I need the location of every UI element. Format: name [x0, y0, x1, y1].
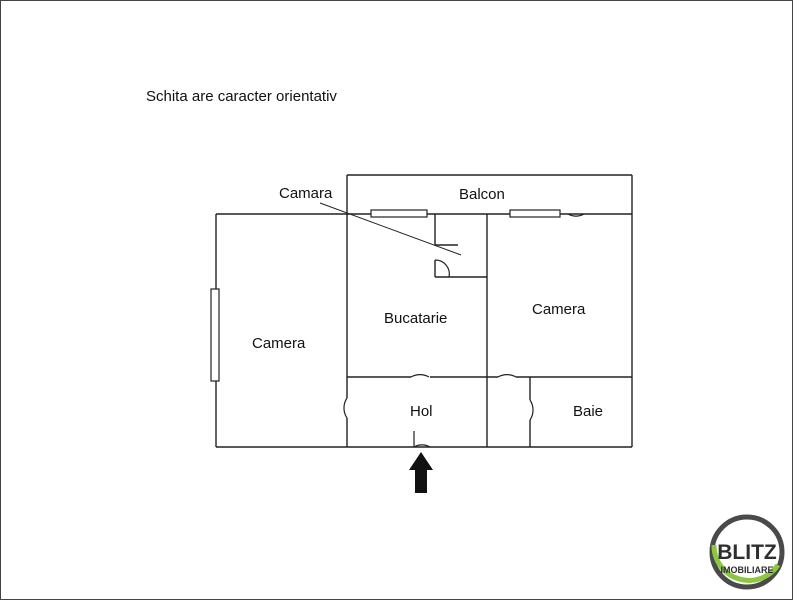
window-camera-right [509, 209, 561, 218]
window-kitchen [370, 209, 428, 218]
label-camera-left: Camera [252, 335, 306, 352]
label-camara: Camara [279, 185, 333, 202]
label-bucatarie: Bucatarie [384, 310, 447, 327]
logo-name: BLITZ [717, 541, 777, 564]
door-entry [413, 444, 431, 448]
camara-leader-line [319, 202, 462, 256]
entry-arrow-icon [409, 452, 433, 493]
label-camera-right: Camera [532, 301, 586, 318]
door-camera-left [343, 397, 348, 419]
label-baie: Baie [573, 403, 603, 420]
floor-plan-walls [210, 174, 633, 448]
logo-subtitle: IMOBILIARE [721, 565, 774, 575]
door-balcony [567, 213, 585, 217]
label-hol: Hol [410, 403, 433, 420]
door-camara [434, 259, 450, 278]
door-baie [529, 399, 534, 421]
door-kitchen [410, 373, 430, 378]
door-camera-right [497, 373, 517, 378]
window-left [210, 288, 220, 382]
disclaimer-note: Schita are caracter orientativ [146, 88, 337, 105]
label-balcon: Balcon [459, 186, 505, 203]
doors [343, 213, 585, 448]
